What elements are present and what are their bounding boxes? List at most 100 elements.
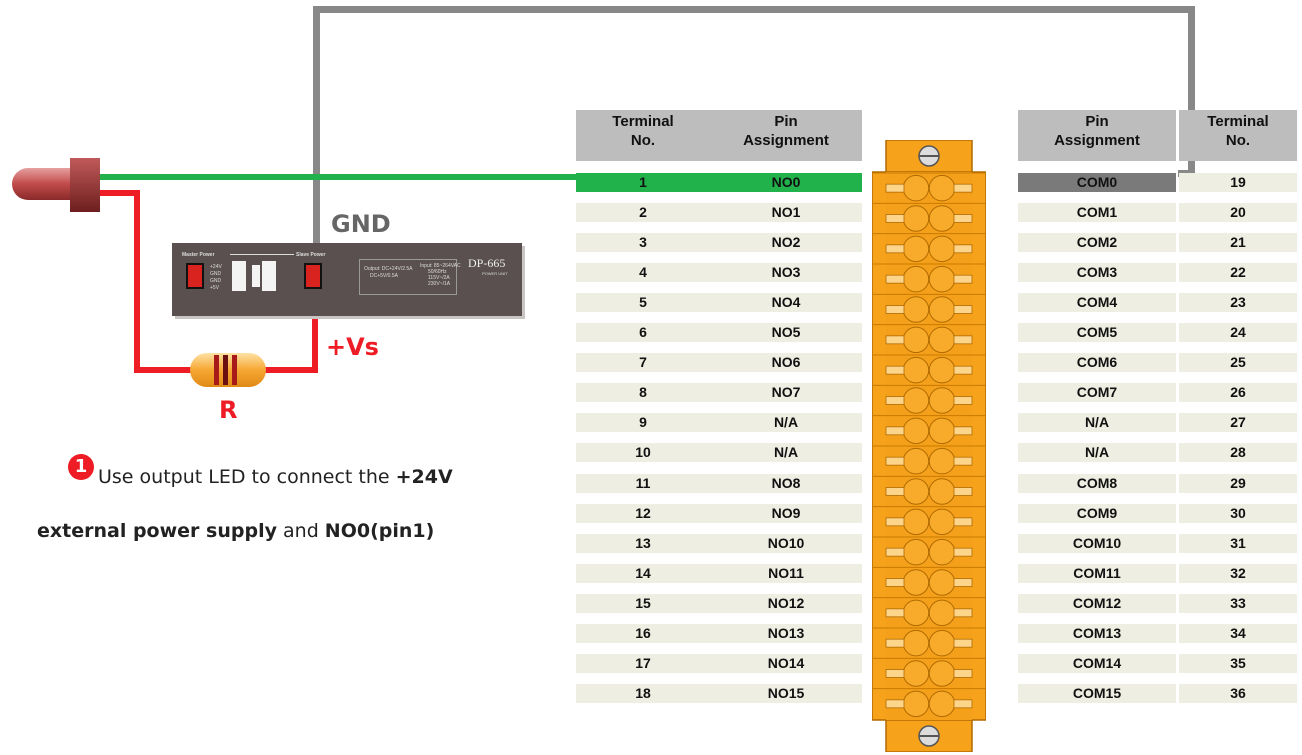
connector-slot-left	[885, 183, 905, 193]
table-cell: 16	[576, 624, 710, 643]
table-cell: N/A	[1018, 443, 1176, 462]
connector-screw-right	[928, 538, 956, 566]
connector-screw-right	[928, 296, 956, 323]
connector-slot-left	[885, 487, 905, 496]
table-cell: NO10	[710, 534, 862, 553]
connector-slot-right	[953, 517, 973, 527]
table-cell: 34	[1179, 624, 1297, 643]
gnd-wire-vertical-right	[1188, 6, 1195, 174]
connector-screw-left	[902, 538, 930, 566]
table-cell: 33	[1179, 594, 1297, 613]
table-cell: 31	[1179, 534, 1297, 553]
vs-label: +Vs	[326, 333, 379, 361]
table-cell: 24	[1179, 323, 1297, 342]
connector-slot-left	[885, 669, 905, 678]
connector-screw-right	[928, 265, 956, 293]
table-cell: 13	[576, 534, 710, 553]
connector-slot-right	[953, 487, 973, 496]
connector-slot-left	[885, 244, 905, 254]
connector-screw-right	[928, 356, 956, 384]
connector-screw-right	[928, 235, 956, 263]
connector-slot-right	[953, 669, 973, 678]
connector-slot-right	[953, 578, 973, 587]
table-cell: COM9	[1018, 504, 1176, 523]
psu-in-spec-3: 115V~/2A	[428, 275, 450, 281]
connector-screw-left	[902, 265, 930, 293]
connector-screw-right	[928, 174, 956, 202]
connector-slot-right	[953, 608, 973, 618]
power-supply-dp665: Master Power Slave Power +24V GND GND +5…	[172, 243, 522, 316]
connector-slot-left	[885, 305, 905, 314]
connector-screw-left	[902, 508, 930, 536]
connector-slot-left	[885, 426, 905, 436]
psu-pin-3: GND	[210, 278, 222, 284]
table-cell: COM5	[1018, 323, 1176, 342]
psu-in-spec-2: 50/60Hz	[428, 269, 447, 275]
table-cell: COM8	[1018, 474, 1176, 493]
connector-screw-right	[928, 569, 956, 596]
psu-in-spec-4: 230V~/1A	[428, 281, 451, 287]
connector-screw-left	[902, 174, 930, 202]
table-cell: 36	[1179, 684, 1297, 703]
connector-screw-right	[928, 447, 956, 475]
table-cell: 26	[1179, 383, 1297, 402]
connector-screw-right	[928, 478, 956, 505]
psu-terminal-b	[252, 265, 260, 287]
table-cell: COM0	[1018, 173, 1176, 192]
signal-wire-green	[100, 174, 576, 180]
table-cell: 19	[1179, 173, 1297, 192]
table-cell: 27	[1179, 413, 1297, 432]
table-cell: 29	[1179, 474, 1297, 493]
header-left-pin: Pin Assignment	[710, 110, 862, 161]
table-cell: 1	[576, 173, 710, 192]
table-cell: 6	[576, 323, 710, 342]
table-cell: 25	[1179, 353, 1297, 372]
table-cell: NO0	[710, 173, 862, 192]
header-right-pin: Pin Assignment	[1018, 110, 1176, 161]
connector-screw-right	[928, 508, 956, 536]
connector-screw-left	[902, 296, 930, 323]
connector-slot-right	[953, 699, 973, 709]
psu-master-label: Master Power	[182, 252, 215, 258]
red-wire-vs-up	[312, 316, 318, 373]
table-cell: 14	[576, 564, 710, 583]
connector-slot-right	[953, 426, 973, 436]
connector-slot-right	[953, 244, 973, 254]
table-cell: 17	[576, 654, 710, 673]
connector-slot-left	[885, 608, 905, 618]
connector-slot-right	[953, 456, 973, 466]
connector-slot-left	[885, 456, 905, 466]
connector-screw-right	[928, 599, 956, 627]
connector-slot-left	[885, 214, 905, 223]
connector-slot-left	[885, 547, 905, 557]
psu-slave-switch	[304, 263, 322, 289]
red-wire-led-stub	[100, 190, 140, 196]
gnd-label: GND	[331, 210, 391, 238]
table-cell: 8	[576, 383, 710, 402]
table-cell: 21	[1179, 233, 1297, 252]
psu-pin-4: +5V	[210, 285, 220, 291]
table-cell: 4	[576, 263, 710, 282]
connector-screw-left	[902, 478, 930, 505]
psu-out-spec-1: Output: DC+24V/2.5A	[364, 266, 413, 272]
connector-slot-right	[953, 638, 973, 648]
connector-slot-left	[885, 578, 905, 587]
table-cell: NO13	[710, 624, 862, 643]
connector-screw-right	[928, 326, 956, 354]
connector-slot-left	[885, 335, 905, 345]
table-cell: COM7	[1018, 383, 1176, 402]
connector-screw-left	[902, 417, 930, 445]
connector-screw-right	[928, 660, 956, 687]
connector-screw-left	[902, 660, 930, 687]
psu-model: DP-665	[468, 256, 506, 270]
table-cell: NO4	[710, 293, 862, 312]
connector-screw-right	[928, 387, 956, 414]
table-cell: COM11	[1018, 564, 1176, 583]
connector-screw-left	[902, 326, 930, 354]
connector-screw-left	[902, 569, 930, 596]
table-cell: 35	[1179, 654, 1297, 673]
table-cell: COM6	[1018, 353, 1176, 372]
connector-slot-left	[885, 274, 905, 284]
psu-pin-1: +24V	[210, 264, 222, 270]
red-wire-led-down	[134, 190, 140, 373]
